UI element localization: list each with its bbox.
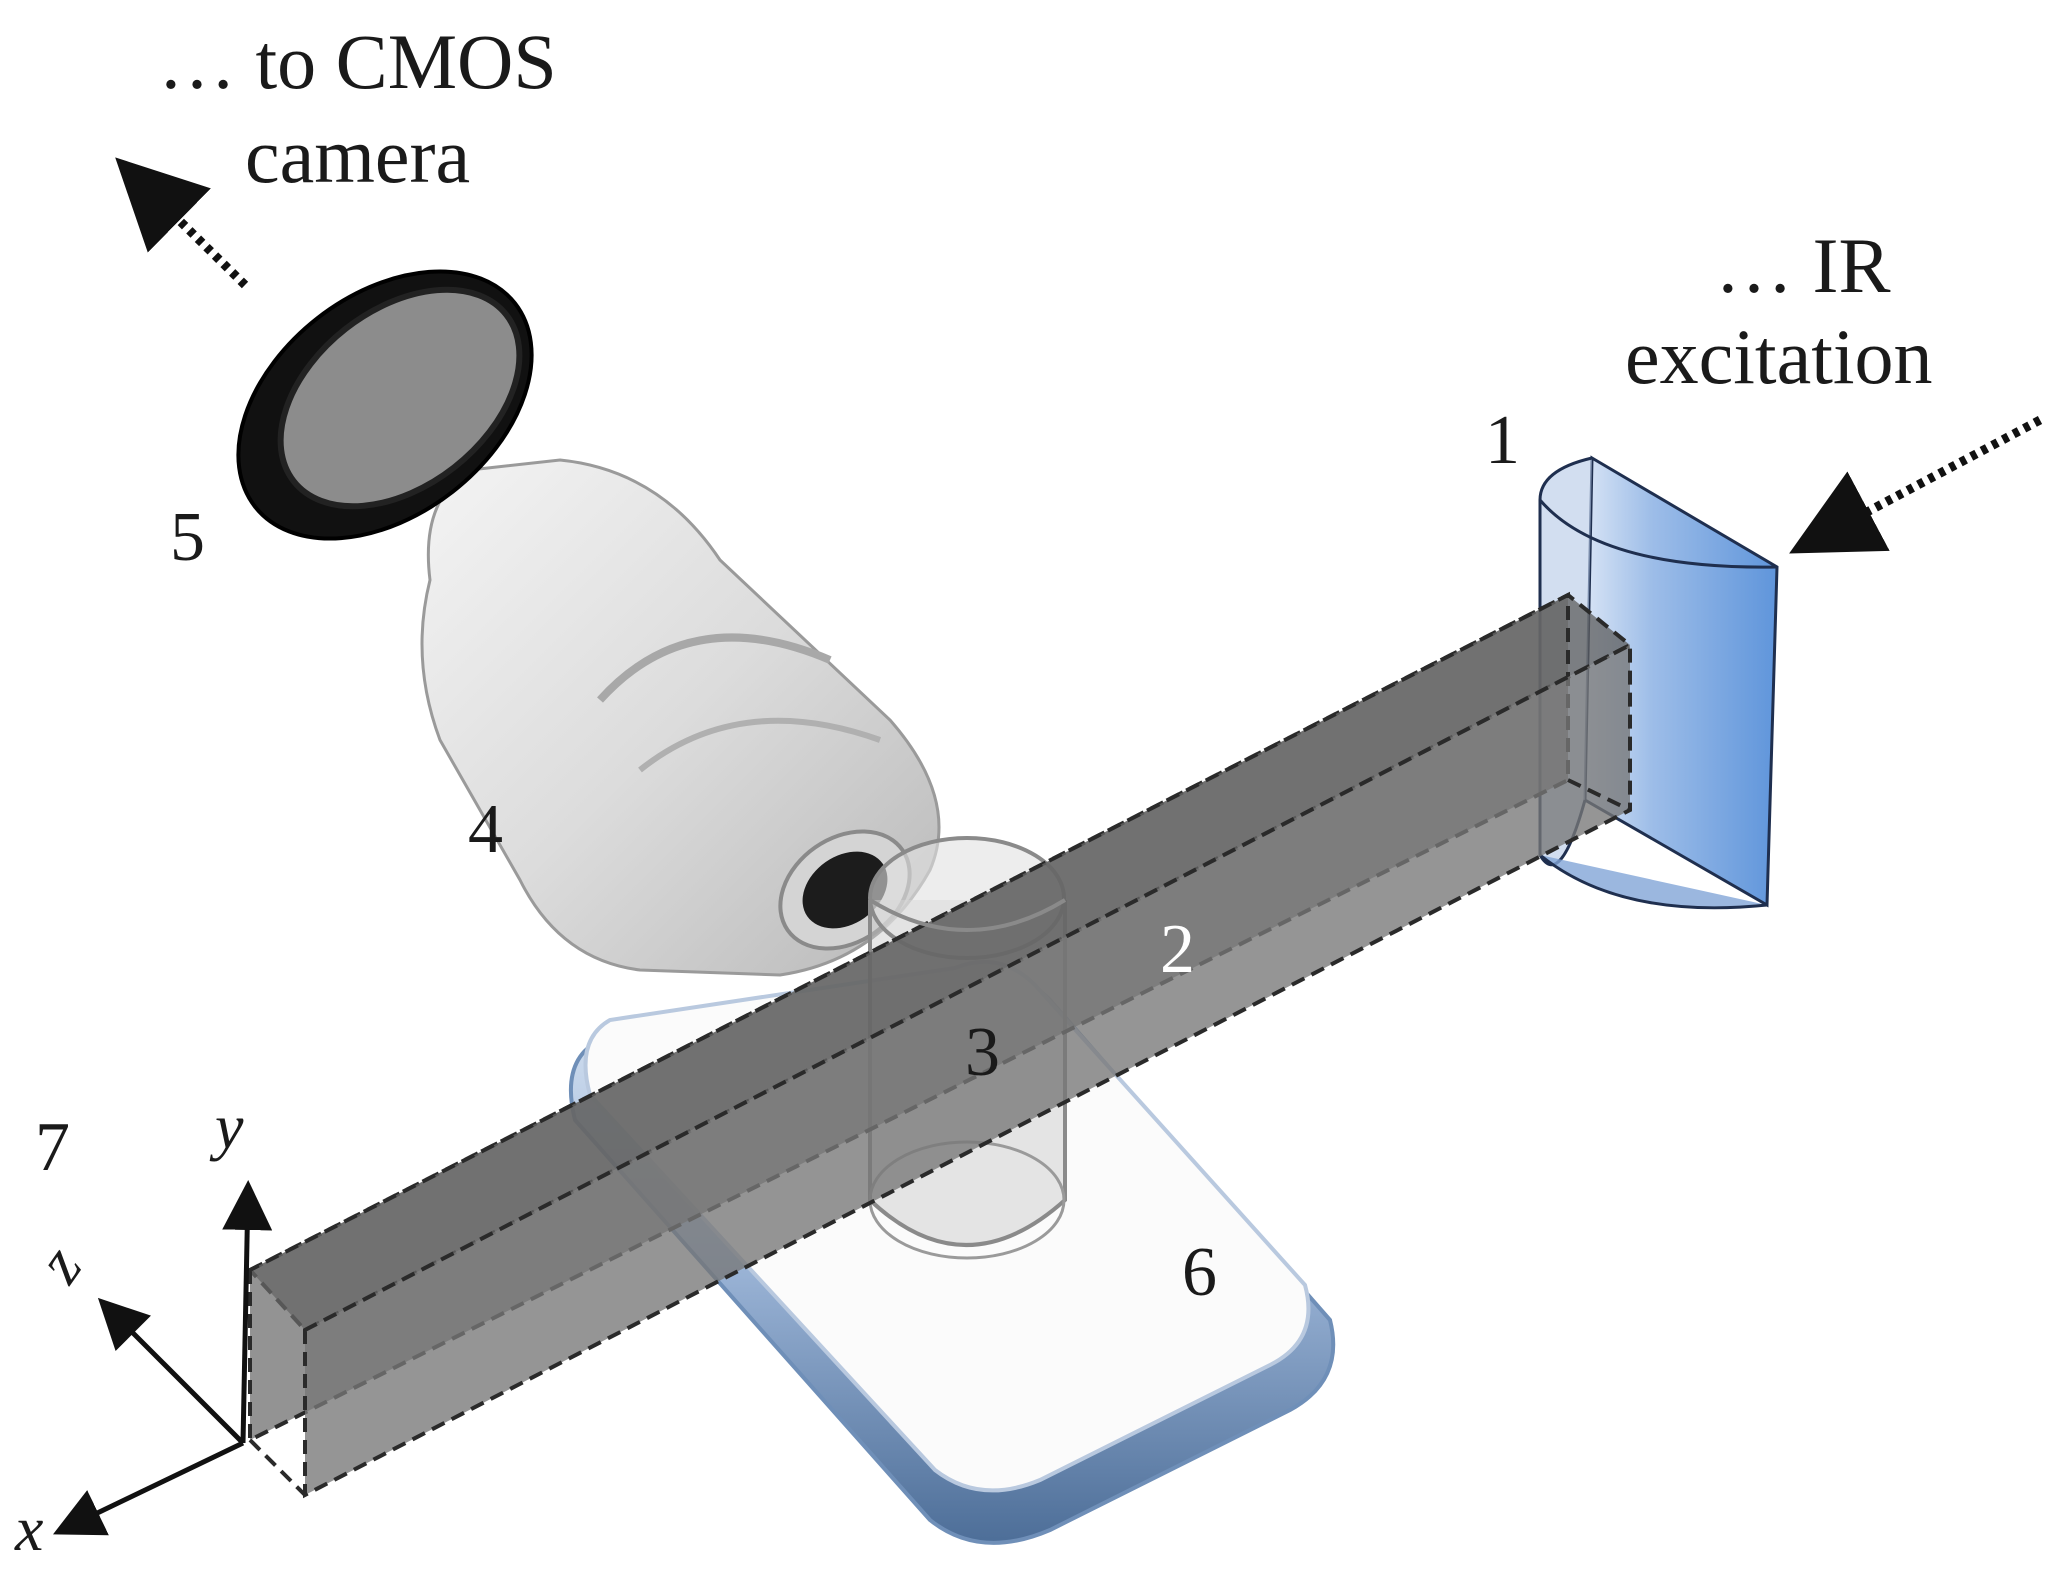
label-axes: 7 <box>35 1109 70 1186</box>
label-cylindrical-lens: 1 <box>1485 402 1520 479</box>
x-axis-line <box>52 1440 245 1536</box>
ir-label-line2: excitation <box>1625 313 1933 400</box>
ir-excitation-arrow <box>1789 416 2043 554</box>
objective-lens <box>420 458 941 977</box>
ir-label-line1: … IR <box>1715 222 1891 309</box>
label-filter: 5 <box>170 499 205 576</box>
z-axis-label: z <box>22 1233 95 1295</box>
light-sheet-beam <box>246 591 1634 1499</box>
cuvette-front-rim <box>868 898 1067 932</box>
label-objective: 4 <box>468 791 503 868</box>
label-light-sheet: 2 <box>1160 911 1195 988</box>
y-axis-label: y <box>209 1091 244 1162</box>
camera-label-line1: … to CMOS <box>158 18 557 105</box>
camera-direction-arrow <box>115 157 249 289</box>
z-axis-line <box>97 1297 245 1445</box>
camera-label-line2: camera <box>245 112 470 199</box>
y-axis-line <box>222 1180 273 1444</box>
label-cuvette: 3 <box>965 1014 1000 1091</box>
x-axis-label: x <box>14 1493 43 1564</box>
emission-filter <box>236 269 534 541</box>
label-stage: 6 <box>1182 1234 1217 1311</box>
